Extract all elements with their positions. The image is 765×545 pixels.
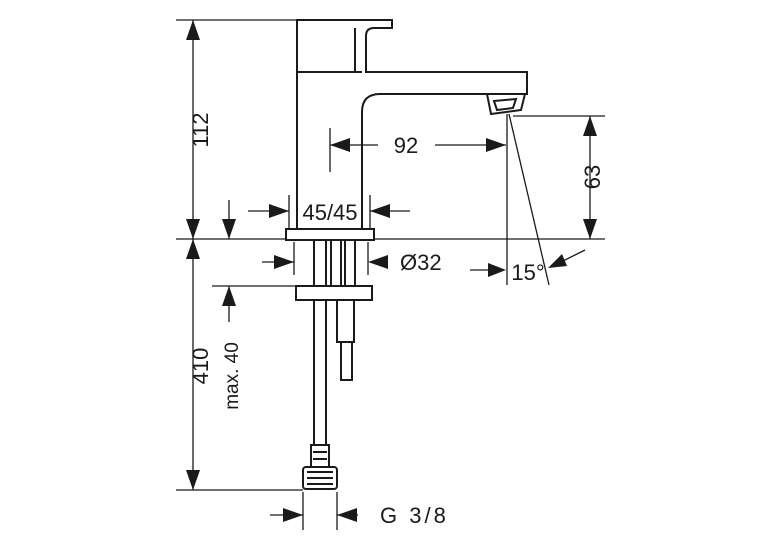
dim-label-45-45: 45/45 <box>302 200 357 225</box>
dim-spout-reach: 92 <box>329 128 506 172</box>
aerator <box>485 93 527 116</box>
dim-max-countertop: max. 40 <box>212 285 296 410</box>
dim-tap-hole-overlap: 45/45 <box>222 195 410 239</box>
dim-label-max-40: max. 40 <box>222 342 243 410</box>
dim-label-15deg: 15° <box>511 260 544 285</box>
dim-label-g-3-8: G 3/8 <box>380 503 449 528</box>
dim-tap-hole-diameter: Ø32 <box>262 242 442 275</box>
dim-label-diameter-32: Ø32 <box>400 250 442 275</box>
dim-spout-clearance: 63 <box>374 115 605 240</box>
dim-label-112: 112 <box>188 112 213 147</box>
mounting-set <box>285 228 375 490</box>
dim-label-410: 410 <box>188 348 213 385</box>
dim-spout-angle: 15° <box>470 113 586 286</box>
dim-label-92: 92 <box>394 133 418 158</box>
dim-connection-thread: G 3/8 <box>270 492 449 530</box>
faucet-body <box>296 19 528 231</box>
dim-tap-height: 112 <box>176 19 297 240</box>
dim-label-63: 63 <box>580 165 605 189</box>
dim-total-length: 410 <box>176 239 303 491</box>
